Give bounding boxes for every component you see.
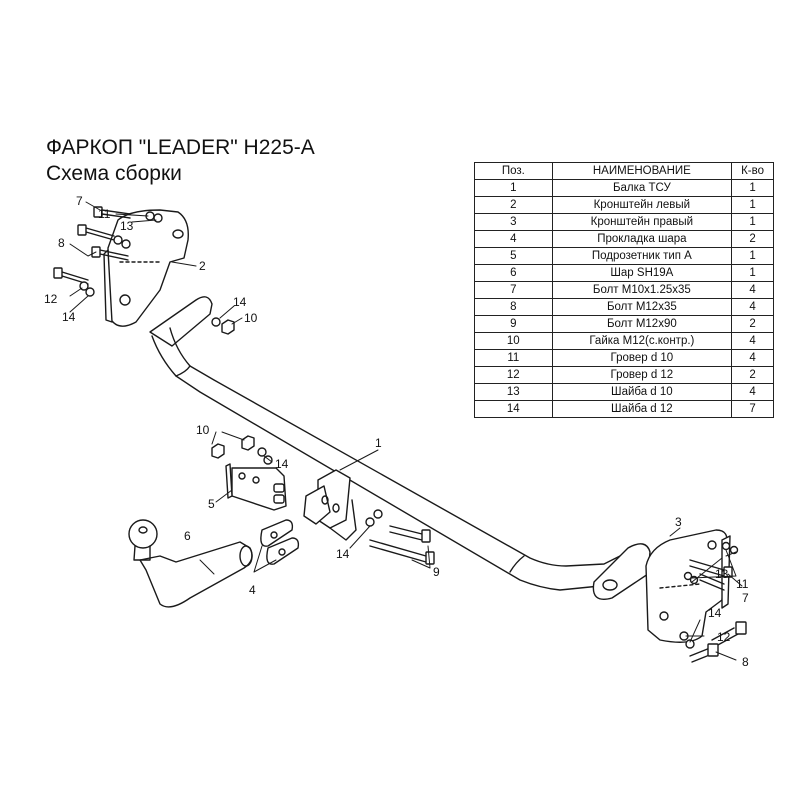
callout-5: 5	[208, 497, 215, 511]
row-quantity: 7	[731, 400, 774, 418]
row-name: Болт М10х1.25х35	[551, 281, 733, 299]
callout-8-left: 8	[58, 236, 65, 250]
leader-lines	[69, 201, 743, 661]
callout-1: 1	[375, 436, 382, 450]
callout-12-left: 12	[44, 292, 58, 306]
callout-2: 2	[199, 259, 206, 273]
callout-9: 9	[433, 565, 440, 579]
row-name: Кронштейн правый	[551, 213, 733, 231]
callout-11-left: 11	[98, 207, 111, 221]
row-quantity: 4	[731, 383, 774, 401]
callout-8-right: 8	[742, 655, 749, 669]
right-bracket	[645, 529, 731, 643]
callout-10-mid: 10	[196, 423, 210, 437]
callout-14-left: 14	[62, 310, 76, 324]
callout-14-right: 14	[708, 606, 722, 620]
callout-7-right: 7	[742, 591, 749, 605]
callout-14-mid: 14	[275, 457, 289, 471]
row-name: Гровер d 10	[551, 349, 733, 367]
diagram-subtitle: Схема сборки	[46, 162, 182, 185]
diagram-title: ФАРКОП "LEADER" H225-A	[46, 136, 315, 159]
callout-12-right: 12	[717, 630, 731, 644]
callout-4: 4	[249, 583, 256, 597]
callout-10-top: 10	[244, 311, 258, 325]
callout-13-left: 13	[120, 219, 134, 233]
callout-13-right: 13	[715, 567, 729, 581]
tow-ball	[128, 519, 253, 608]
callout-3: 3	[675, 515, 682, 529]
callout-11-right: 11	[736, 577, 749, 591]
ball-spacers	[260, 519, 300, 565]
left-bracket	[103, 209, 189, 327]
callout-6: 6	[184, 529, 191, 543]
callout-14-center: 14	[336, 547, 350, 561]
row-name: Болт М12х35	[551, 298, 733, 316]
tow-beam	[149, 296, 651, 600]
callout-14-top: 14	[233, 295, 247, 309]
row-name: Шайба d 12	[551, 400, 733, 418]
socket-bracket	[225, 463, 287, 511]
callout-7-left: 7	[76, 194, 83, 208]
